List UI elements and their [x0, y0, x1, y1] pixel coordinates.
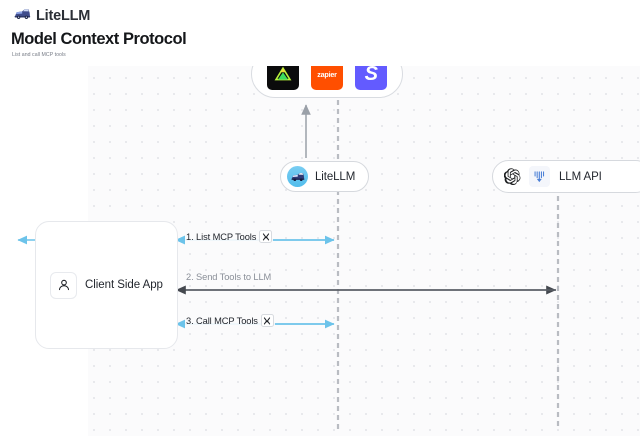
- brand-label: LiteLLM: [36, 8, 91, 24]
- person-icon: [50, 271, 77, 299]
- node-client-side-app-label: Client Side App: [85, 279, 163, 291]
- tools-icon: [260, 314, 274, 327]
- node-litellm[interactable]: LiteLLM: [280, 161, 370, 192]
- edge-label-3-text: 3. Call MCP Tools: [186, 315, 258, 326]
- truck-icon: [14, 7, 31, 25]
- anthropic-icon: [529, 166, 550, 187]
- litellm-avatar-icon: [287, 166, 308, 187]
- node-client-side-app[interactable]: Client Side App: [35, 221, 178, 349]
- edge-label-1-text: 1. List MCP Tools: [186, 231, 257, 242]
- page-subtitle: List and call MCP tools: [12, 52, 66, 58]
- page-title: Model Context Protocol: [11, 30, 187, 48]
- zapier-label: zapier: [317, 69, 337, 79]
- edge-label-call-mcp-tools: 3. Call MCP Tools: [185, 314, 275, 327]
- stripe-label: S: [364, 63, 378, 85]
- edge-label-list-mcp-tools: 1. List MCP Tools: [185, 230, 274, 243]
- edge-label-send-tools-to-llm: 2. Send Tools to LLM: [185, 272, 273, 282]
- node-litellm-label: LiteLLM: [315, 170, 356, 183]
- node-llm-api-label: LLM API: [559, 170, 602, 183]
- edge-label-2-text: 2. Send Tools to LLM: [186, 272, 272, 282]
- canvas-left-margin: [0, 0, 88, 436]
- tools-icon: [259, 230, 273, 243]
- openai-icon: [502, 166, 523, 187]
- brand[interactable]: LiteLLM: [14, 6, 90, 26]
- node-llm-api[interactable]: LLM API: [492, 160, 640, 193]
- page-header: LiteLLM Model Context Protocol List and …: [0, 0, 640, 66]
